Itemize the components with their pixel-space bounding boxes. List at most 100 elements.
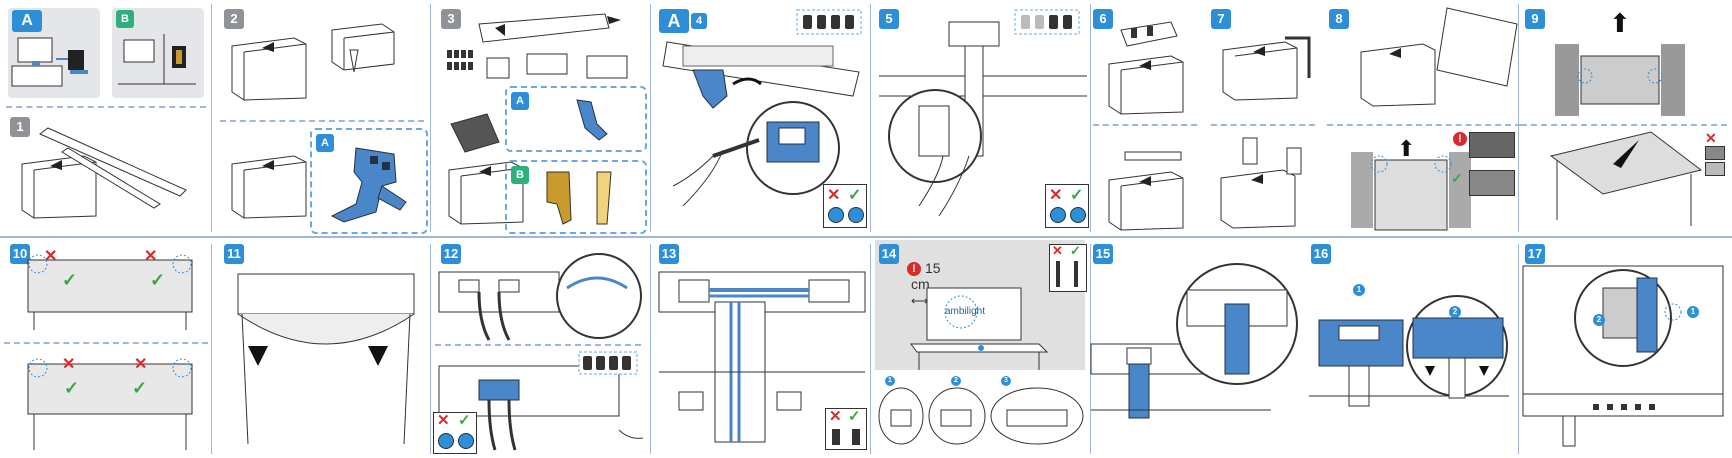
panel-step-6: 6 xyxy=(1091,0,1199,236)
attach-back-cover-illustration xyxy=(1309,295,1509,407)
mount-bracket-illustration xyxy=(879,21,1087,217)
stand-wrong-icon xyxy=(1056,261,1060,287)
left-right-arrow-icon: ⟷ xyxy=(911,294,929,308)
option-a-box xyxy=(505,86,647,152)
cross-icon: ✕ xyxy=(134,356,148,373)
distance-value: 15 xyxy=(925,260,941,276)
marker-3: 3 xyxy=(1001,376,1011,386)
cross-icon: ✕ xyxy=(437,412,450,429)
check-icon: ✓ xyxy=(150,270,166,290)
tv-on-table-illustration xyxy=(910,287,1049,370)
screw-set-icon xyxy=(796,9,862,35)
step-number-11: 11 xyxy=(224,244,244,264)
marker-1: 1 xyxy=(885,376,895,386)
stand-right-icon xyxy=(1074,261,1078,287)
step-number-14: 14 xyxy=(879,244,899,264)
check-icon: ✓ xyxy=(62,270,78,290)
tv-box-with-foam-illustration xyxy=(1220,137,1302,229)
option-b-box xyxy=(505,160,647,234)
up-arrow-icon: ⬆ xyxy=(1609,8,1631,38)
panel-step-9: 9 ⬆ ✕ xyxy=(1519,0,1732,236)
warning-icon: ! xyxy=(907,262,921,276)
cable-hole-right-icon xyxy=(458,433,474,449)
cable-hole-right-icon xyxy=(1070,207,1086,223)
wrap-sheet-illustration xyxy=(450,113,500,153)
tv-on-floor-illustration xyxy=(118,34,196,85)
cable-hole-right-icon xyxy=(848,207,864,223)
correct-incorrect-card: ✕ ✓ xyxy=(825,408,867,450)
finished-rear-view-illustration xyxy=(1522,265,1724,447)
correct-incorrect-card: ✕ ✓ xyxy=(823,184,867,228)
divider xyxy=(435,344,641,346)
panel-step-16: 16 1 2 xyxy=(1309,240,1509,458)
tv-face-down-illustration xyxy=(27,358,193,450)
vertical-divider xyxy=(430,244,431,454)
step-number-7: 7 xyxy=(1211,9,1231,29)
cross-icon: ✕ xyxy=(1052,243,1063,258)
step-number-4: 4 xyxy=(691,13,707,29)
check-icon: ✓ xyxy=(848,408,861,425)
blue-stand-illustration xyxy=(330,147,407,223)
cross-icon: ✕ xyxy=(827,187,841,204)
option-a-badge: A xyxy=(12,10,42,32)
check-icon: ✓ xyxy=(64,378,80,398)
panel-step-10: 10 ✕ ✕ ✓ ✓ ✕ ✕ ✓ ✓ xyxy=(0,240,212,458)
foam-piece-illustration xyxy=(1120,21,1178,47)
tv-box-illustration xyxy=(448,161,524,225)
step-number-12: 12 xyxy=(441,244,461,264)
row-divider xyxy=(0,236,1732,238)
panel-step-14: 14 ! 15 cm ⟷ ambilight ✕ ✓ 1 2 xyxy=(871,240,1089,458)
panel-step-2: 2 A xyxy=(212,0,430,236)
wrong-surface-thumbnail xyxy=(1705,146,1725,160)
attach-cable-cover-illustration xyxy=(1090,263,1298,419)
small-parts-illustration xyxy=(486,53,628,79)
blue-bracket-illustration xyxy=(576,99,608,141)
cross-icon: ✕ xyxy=(44,248,58,265)
clip-wrong-icon xyxy=(832,429,840,445)
soundbar-piece-illustration xyxy=(1124,151,1182,161)
cable-hole-wrong-icon xyxy=(438,433,454,449)
panel-step-8: 8 ⬆ ! ✓ xyxy=(1327,0,1527,236)
box-with-stand-parts-illustration xyxy=(21,127,187,219)
vertical-divider xyxy=(1518,244,1519,454)
correct-incorrect-card: ✕ ✓ xyxy=(433,412,477,454)
panel-step-15: 15 xyxy=(1090,240,1309,458)
distance-unit: cm xyxy=(911,276,930,292)
step-number-3: 3 xyxy=(441,9,461,29)
vertical-divider xyxy=(211,244,212,454)
panel-step-17: 17 2 1 xyxy=(1519,240,1732,458)
tv-box-illustration xyxy=(1108,171,1184,231)
step-number-5: 5 xyxy=(879,9,899,29)
clip-right-icon xyxy=(852,429,860,445)
screw-set-icon xyxy=(447,50,473,70)
marker-2: 2 xyxy=(951,376,961,386)
cross-icon: ✕ xyxy=(62,356,76,373)
panel-step-5: 5 ✕ ✓ xyxy=(871,0,1089,236)
option-b-badge: B xyxy=(511,166,529,184)
panel-step-12: 12 ✕ ✓ xyxy=(431,240,649,458)
check-icon: ✓ xyxy=(458,412,471,429)
bottom-row: 10 ✕ ✕ ✓ ✓ ✕ ✕ ✓ ✓ 11 xyxy=(0,240,1732,458)
option-a-badge: A xyxy=(511,92,529,110)
step-number-6: 6 xyxy=(1093,9,1113,29)
step-number-1: 1 xyxy=(10,117,30,137)
right-surface-thumbnail xyxy=(1705,162,1725,176)
screw-set-icon xyxy=(578,351,638,375)
tv-box-illustration xyxy=(231,155,307,219)
tv-on-stand-illustration xyxy=(11,37,88,87)
connect-cables-illustration xyxy=(438,253,642,341)
attach-bracket-to-soundbar-illustration xyxy=(662,41,860,207)
cable-hole-wrong-icon xyxy=(1050,207,1066,223)
step-number-10: 10 xyxy=(10,244,30,264)
option-a-badge: A xyxy=(316,134,334,152)
cross-icon: ✕ xyxy=(1705,130,1717,146)
step-number-13: 13 xyxy=(659,244,679,264)
warning-icon: ! xyxy=(1453,132,1467,146)
option-a-badge: A xyxy=(659,9,689,33)
divider xyxy=(6,106,206,108)
cross-icon: ✕ xyxy=(144,248,158,265)
screw-set-icon xyxy=(1014,9,1080,35)
vertical-divider xyxy=(1518,4,1519,232)
divider xyxy=(1211,124,1315,126)
option-a-box xyxy=(310,128,428,234)
